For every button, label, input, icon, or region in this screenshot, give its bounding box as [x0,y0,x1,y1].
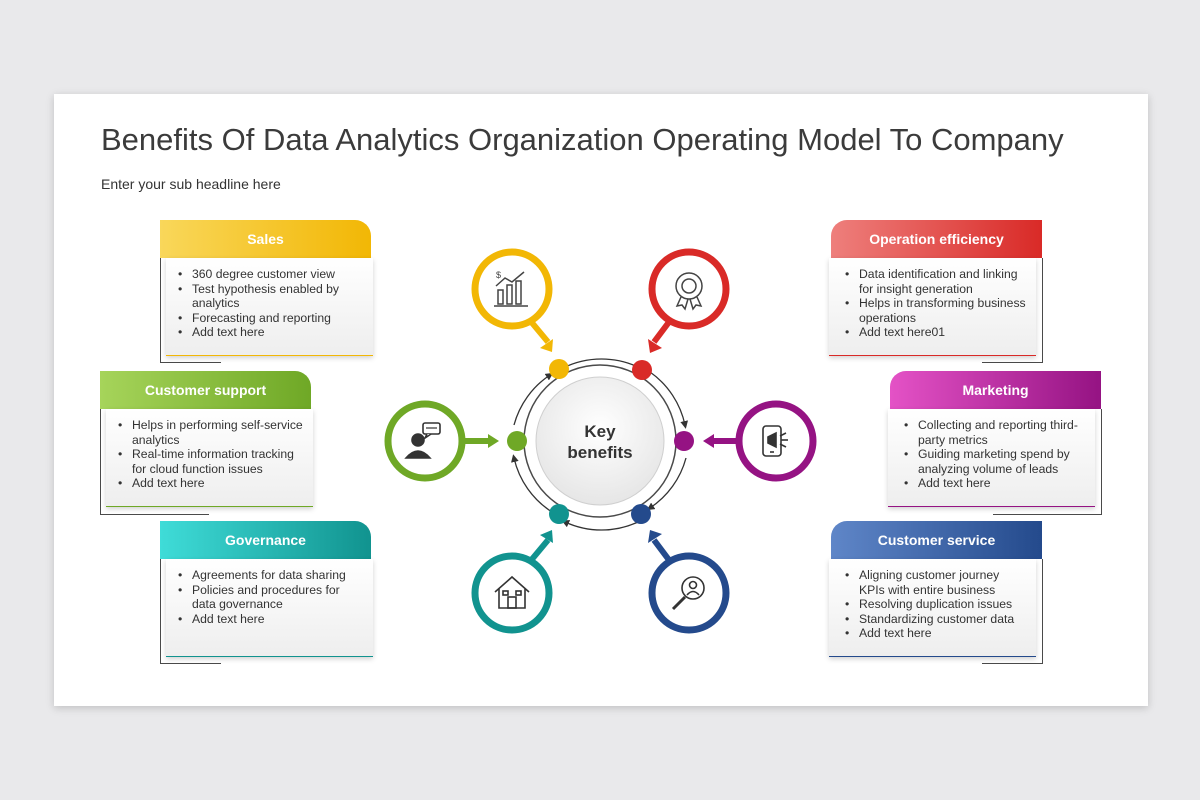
card-customer-service-body: Aligning customer journey KPIs with enti… [829,559,1036,657]
card-customer-service-list: Aligning customer journey KPIs with enti… [845,568,1028,641]
list-item: Standardizing customer data [845,612,1028,627]
card-sales: Sales 360 degree customer view Test hypo… [160,220,373,363]
center-label-line1: Key [584,422,616,441]
list-item: Collecting and reporting third-party met… [904,418,1087,447]
ring-dot-service [631,504,651,524]
card-marketing-body: Collecting and reporting third-party met… [888,409,1095,507]
ring-dot-support [507,431,527,451]
ring-dot-sales [549,359,569,379]
card-operation-efficiency-list: Data identification and linking for insi… [845,267,1028,340]
list-item: Agreements for data sharing [178,568,365,583]
search-user-icon [671,576,705,611]
card-frame [993,409,1102,515]
card-customer-support-header: Customer support [100,371,311,409]
list-item: 360 degree customer view [178,267,365,282]
list-item: Add text here [178,325,365,340]
card-customer-support-list: Helps in performing self-service analyti… [118,418,305,491]
list-item: Real-time information tracking for cloud… [118,447,305,476]
card-sales-list: 360 degree customer view Test hypothesis… [178,267,365,340]
pin-marketing [703,400,817,482]
list-item: Add text here01 [845,325,1028,340]
svg-text:$: $ [496,270,501,280]
card-frame [982,559,1043,664]
ring-dot-governance [549,504,569,524]
card-governance-body: Agreements for data sharing Policies and… [166,559,373,657]
list-item: Resolving duplication issues [845,597,1028,612]
list-item: Policies and procedures for data governa… [178,583,365,612]
mobile-megaphone-icon [762,425,788,457]
list-item: Add text here [118,476,305,491]
card-operation-efficiency: Operation efficiency Data identification… [829,220,1043,363]
list-item: Add text here [904,476,1087,491]
card-sales-body: 360 degree customer view Test hypothesis… [166,258,373,356]
pin-operation-efficiency [648,248,730,353]
list-item: Forecasting and reporting [178,311,365,326]
card-frame [160,258,221,363]
card-governance-list: Agreements for data sharing Policies and… [178,568,365,626]
card-governance-header: Governance [160,521,371,559]
list-item: Guiding marketing spend by analyzing vol… [904,447,1087,476]
card-customer-support-body: Helps in performing self-service analyti… [106,409,313,507]
ring-dot-marketing [674,431,694,451]
list-item: Test hypothesis enabled by analytics [178,282,365,311]
pin-governance [471,530,553,634]
card-marketing-list: Collecting and reporting third-party met… [904,418,1087,491]
list-item: Helps in transforming business operation… [845,296,1028,325]
list-item: Data identification and linking for insi… [845,267,1028,296]
list-item: Add text here [845,626,1028,641]
list-item: Helps in performing self-service analyti… [118,418,305,447]
card-customer-service: Customer service Aligning customer journ… [829,521,1043,664]
card-frame [982,258,1043,363]
list-item: Add text here [178,612,365,627]
pin-customer-support [384,400,499,482]
card-frame [100,409,209,515]
house-icon [494,575,530,609]
card-customer-support: Customer support Helps in performing sel… [100,371,313,515]
card-customer-service-header: Customer service [831,521,1042,559]
card-governance: Governance Agreements for data sharing P… [160,521,373,664]
card-operation-efficiency-body: Data identification and linking for insi… [829,258,1036,356]
award-badge-icon [675,272,703,311]
pin-sales: $ [471,248,553,352]
slide-title: Benefits Of Data Analytics Organization … [101,122,1064,157]
slide-subtitle: Enter your sub headline here [101,176,281,192]
support-agent-chat-icon [404,422,441,459]
card-marketing-header: Marketing [890,371,1101,409]
list-item: Aligning customer journey KPIs with enti… [845,568,1028,597]
ring-dot-operation [632,360,652,380]
bar-chart-growth-icon: $ [494,270,528,307]
pin-customer-service [648,530,730,634]
center-label-line2: benefits [567,443,632,462]
card-operation-efficiency-header: Operation efficiency [831,220,1042,258]
card-frame [160,559,221,664]
card-marketing: Marketing Collecting and reporting third… [888,371,1102,515]
center-circle [535,376,665,506]
card-sales-header: Sales [160,220,371,258]
